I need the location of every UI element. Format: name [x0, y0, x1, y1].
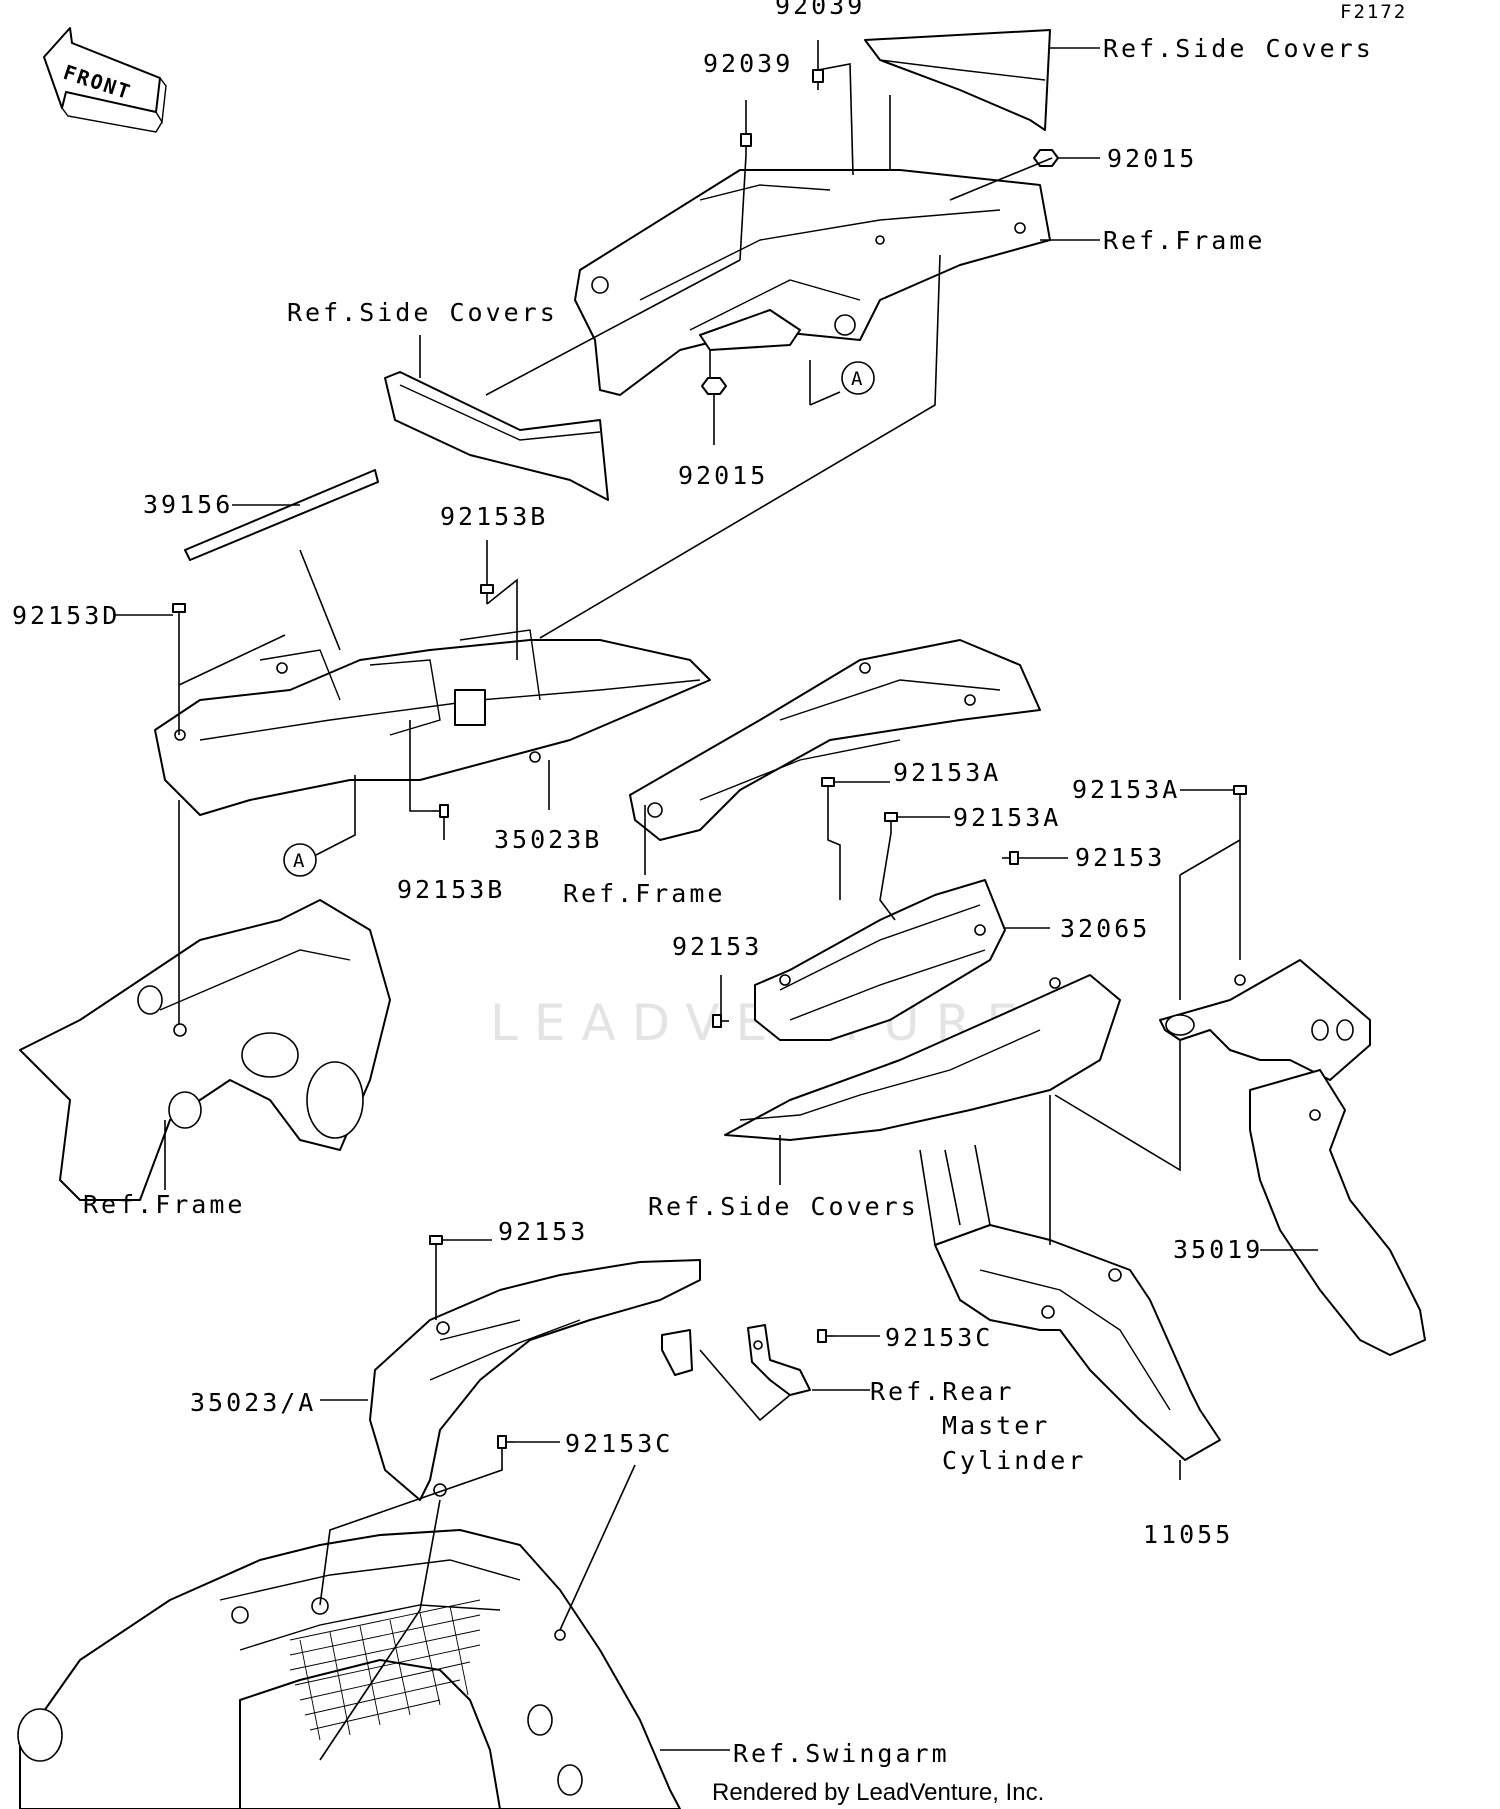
- front-arrow-icon: FRONT: [43, 27, 167, 133]
- bolt-92153-1-icon: [1002, 851, 1019, 865]
- watermark-text: LEADVENTURE: [490, 994, 1034, 1052]
- label-92153c-2: 92153C: [565, 1429, 673, 1458]
- label-92015-right: 92015: [1107, 144, 1197, 173]
- undertray-35023b: [154, 629, 711, 816]
- nut-92015-right-icon: [1033, 149, 1059, 167]
- label-92039-mid: 92039: [703, 49, 793, 78]
- label-92153d: 92153D: [12, 601, 120, 630]
- rear-frame-cowl: [574, 169, 1051, 396]
- label-ref-frame-left: Ref.Frame: [83, 1190, 245, 1219]
- label-ref-side-covers-top: Ref.Side Covers: [1103, 34, 1374, 63]
- frame-lower-left: [19, 899, 391, 1201]
- label-39156: 39156: [143, 490, 233, 519]
- label-92153a-3: 92153A: [1072, 775, 1180, 804]
- label-35023a: 35023/A: [190, 1388, 316, 1417]
- bolt-92153d-icon: [172, 603, 186, 624]
- label-32065: 32065: [1060, 914, 1150, 943]
- bolt-92039-mid-icon: [740, 133, 752, 155]
- bolt-92153a-2-icon: [884, 812, 898, 833]
- label-ref-frame-mid: Ref.Frame: [563, 879, 725, 908]
- label-92153a-2: 92153A: [953, 803, 1061, 832]
- bolt-92039-top-icon: [812, 69, 824, 90]
- bolt-92153-2-icon: [712, 1014, 729, 1028]
- label-ref-side-covers-bottom: Ref.Side Covers: [648, 1192, 919, 1221]
- label-92039-top: 92039: [775, 0, 865, 20]
- bracket-11055: [934, 1224, 1221, 1461]
- label-92153-3: 92153: [498, 1217, 588, 1246]
- rear-fender-35023a: [369, 1259, 701, 1501]
- label-11055: 11055: [1143, 1520, 1233, 1549]
- label-master: Master: [942, 1411, 1050, 1440]
- part-labels: 92039 92039 Ref.Side Covers 92015 Ref.Fr…: [12, 0, 1374, 1768]
- nut-92015-bottom-icon: [701, 377, 727, 395]
- callout-a-left: A: [283, 843, 317, 877]
- label-92153c-1: 92153C: [885, 1323, 993, 1352]
- label-92015-bottom: 92015: [678, 461, 768, 490]
- label-ref-frame-top: Ref.Frame: [1103, 226, 1265, 255]
- label-ref-side-covers-left: Ref.Side Covers: [287, 298, 558, 327]
- swingarm: [17, 1529, 681, 1809]
- footer-credit: Rendered by LeadVenture, Inc.: [712, 1779, 1044, 1806]
- bolt-92153a-1-icon: [821, 777, 835, 798]
- diagram-code: F2172: [1340, 1, 1407, 23]
- side-cover-lower-center: [724, 974, 1121, 1141]
- license-holder-35019: [1159, 959, 1426, 1356]
- master-cylinder-bracket: [747, 1324, 811, 1396]
- label-ref-rear: Ref.Rear: [870, 1377, 1014, 1406]
- label-92153-2: 92153: [672, 932, 762, 961]
- bolt-92153-3-icon: [429, 1235, 443, 1256]
- label-92153b-bottom: 92153B: [397, 875, 505, 904]
- bolt-92153c-2-icon: [497, 1435, 514, 1449]
- label-cylinder: Cylinder: [942, 1446, 1086, 1475]
- side-cover-top-right: [864, 29, 1051, 131]
- label-92153b-top: 92153B: [440, 502, 548, 531]
- label-35023b: 35023B: [494, 825, 602, 854]
- label-92153a-1: 92153A: [893, 758, 1001, 787]
- rear-subframe-center: [629, 639, 1041, 841]
- sticker-39156: [184, 469, 379, 561]
- bolt-92153a-3-icon: [1233, 785, 1247, 806]
- callout-a-top: A: [841, 361, 875, 395]
- label-92153-1: 92153: [1075, 843, 1165, 872]
- bolt-92153b-bottom-icon: [432, 804, 449, 818]
- callout-a-left-label: A: [293, 850, 306, 872]
- label-35019: 35019: [1173, 1235, 1263, 1264]
- leader-lines: [115, 40, 1318, 1761]
- side-cover-left: [384, 371, 609, 501]
- callout-a-top-label: A: [851, 368, 864, 390]
- bolt-92153c-1-icon: [817, 1329, 834, 1343]
- housing-32065: [754, 879, 1006, 1041]
- label-ref-swingarm: Ref.Swingarm: [733, 1739, 950, 1768]
